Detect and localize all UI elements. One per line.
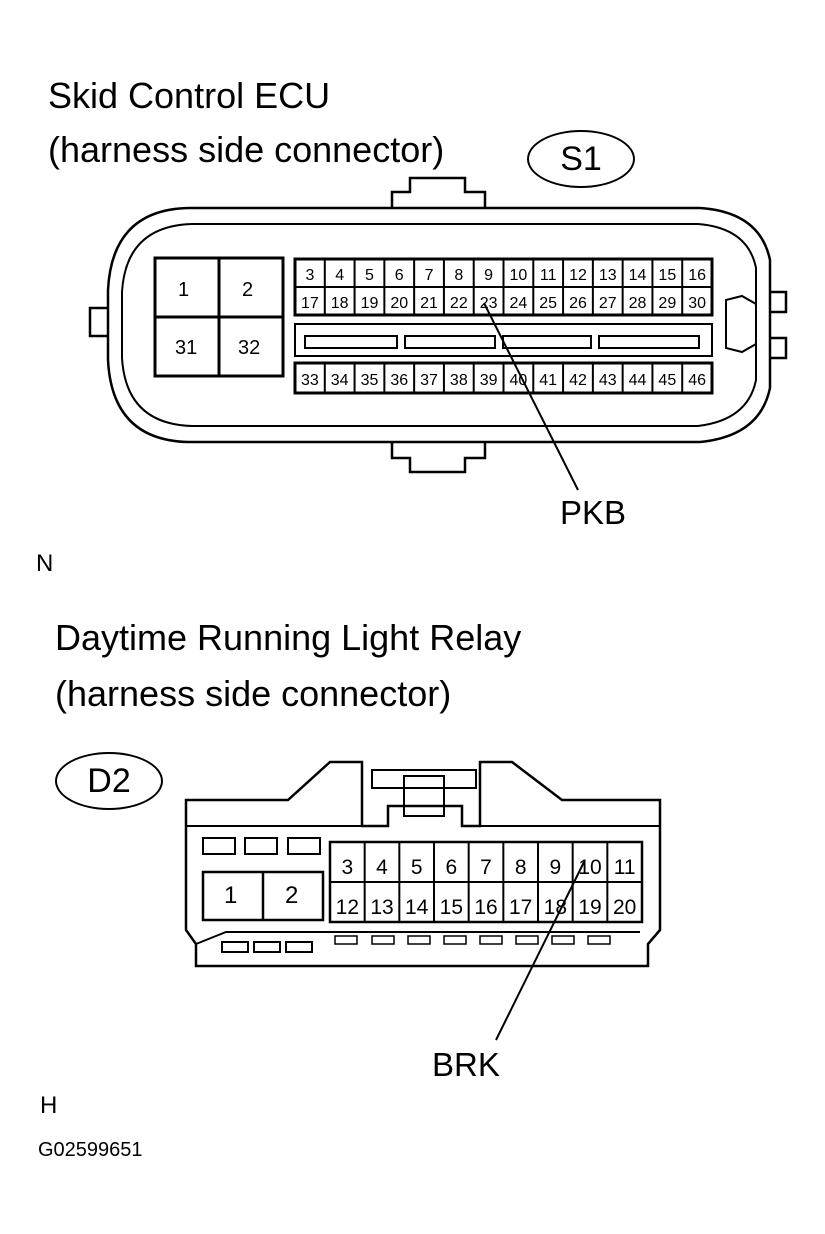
s1-subtitle: (harness side connector) <box>48 129 445 170</box>
d2-pin-14: 14 <box>405 896 429 919</box>
d2-pin-10: 10 <box>578 856 601 879</box>
d2-pin-16: 16 <box>474 896 497 919</box>
s1-pin-20: 20 <box>390 295 408 312</box>
s1-pin-44: 44 <box>629 372 647 389</box>
d2-title: Daytime Running Light Relay <box>55 617 522 658</box>
s1-pin-9: 9 <box>484 267 493 284</box>
s1-pin-42: 42 <box>569 372 587 389</box>
s1-pin-22: 22 <box>450 295 468 312</box>
s1-pin-4: 4 <box>335 267 344 284</box>
s1-pin-2: 2 <box>242 279 254 301</box>
d2-pin-9: 9 <box>549 856 561 879</box>
d2-pin-dividers <box>363 842 609 922</box>
s1-pin-28: 28 <box>629 295 647 312</box>
d2-badge-label: D2 <box>87 761 131 800</box>
d2-pin-18: 18 <box>544 896 567 919</box>
s1-pin-25: 25 <box>539 295 557 312</box>
s1-pin-36: 36 <box>390 372 408 389</box>
s1-pin-45: 45 <box>658 372 676 389</box>
figure-code: G02599651 <box>38 1139 143 1161</box>
s1-pin-24: 24 <box>509 295 527 312</box>
s1-pin-15: 15 <box>658 267 676 284</box>
s1-pin-21: 21 <box>420 295 438 312</box>
s1-pin-46: 46 <box>688 372 706 389</box>
s1-pin-32: 32 <box>238 337 261 359</box>
s1-view-mark: N <box>36 550 54 577</box>
d2-pin-15: 15 <box>440 896 463 919</box>
s1-pin-6: 6 <box>395 267 404 284</box>
s1-pin-13: 13 <box>599 267 617 284</box>
s1-pin-3: 3 <box>305 267 314 284</box>
s1-callout-label: PKB <box>560 494 627 531</box>
s1-pin-10: 10 <box>509 267 527 284</box>
s1-pin-43: 43 <box>599 372 617 389</box>
d2-pin-2: 2 <box>285 882 299 909</box>
d2-pin-13: 13 <box>370 896 393 919</box>
s1-connector <box>88 176 788 474</box>
s1-pin-26: 26 <box>569 295 587 312</box>
s1-pin-41: 41 <box>539 372 557 389</box>
s1-pin-35: 35 <box>361 372 379 389</box>
d2-pin-6: 6 <box>445 856 457 879</box>
s1-callout-leader <box>483 302 579 491</box>
s1-pin-12: 12 <box>569 267 587 284</box>
s1-pin-30: 30 <box>688 295 706 312</box>
s1-pin-7: 7 <box>425 267 434 284</box>
s1-pin-1: 1 <box>178 279 190 301</box>
d2-pin-7: 7 <box>480 856 492 879</box>
s1-badge-label: S1 <box>560 139 602 178</box>
s1-pin-8: 8 <box>454 267 463 284</box>
s1-pin-17: 17 <box>301 295 319 312</box>
d2-pin-11: 11 <box>614 856 636 879</box>
d2-callout-leader <box>495 861 585 1041</box>
s1-pin-23: 23 <box>480 295 498 312</box>
d2-pin-17: 17 <box>509 896 532 919</box>
s1-pin-11: 11 <box>540 267 557 284</box>
s1-pin-19: 19 <box>361 295 379 312</box>
d2-pin-12: 12 <box>336 896 359 919</box>
d2-pin-19: 19 <box>578 896 601 919</box>
d2-connector-badge: D2 <box>55 752 163 810</box>
d2-pin-20: 20 <box>613 896 636 919</box>
d2-pin-8: 8 <box>515 856 527 879</box>
d2-pin-4: 4 <box>376 856 388 879</box>
s1-pin-37: 37 <box>420 372 438 389</box>
d2-view-mark: H <box>40 1092 58 1119</box>
s1-pin-5: 5 <box>365 267 374 284</box>
d2-pin-3: 3 <box>341 856 353 879</box>
d2-pin-1: 1 <box>224 882 238 909</box>
s1-pin-29: 29 <box>658 295 676 312</box>
d2-connector <box>184 760 662 968</box>
s1-pin-dividers <box>323 259 684 393</box>
s1-pin-34: 34 <box>331 372 349 389</box>
s1-pin-31: 31 <box>175 337 198 359</box>
d2-subtitle: (harness side connector) <box>55 673 452 714</box>
s1-pin-27: 27 <box>599 295 617 312</box>
s1-pin-40: 40 <box>509 372 527 389</box>
s1-connector-badge: S1 <box>527 130 635 188</box>
s1-pin-18: 18 <box>331 295 349 312</box>
s1-pin-16: 16 <box>688 267 706 284</box>
s1-pin-38: 38 <box>450 372 468 389</box>
s1-pin-39: 39 <box>480 372 498 389</box>
s1-pin-33: 33 <box>301 372 319 389</box>
d2-pin-5: 5 <box>411 856 423 879</box>
s1-title: Skid Control ECU <box>48 75 331 116</box>
d2-callout-label: BRK <box>432 1046 500 1083</box>
s1-pin-14: 14 <box>629 267 647 284</box>
